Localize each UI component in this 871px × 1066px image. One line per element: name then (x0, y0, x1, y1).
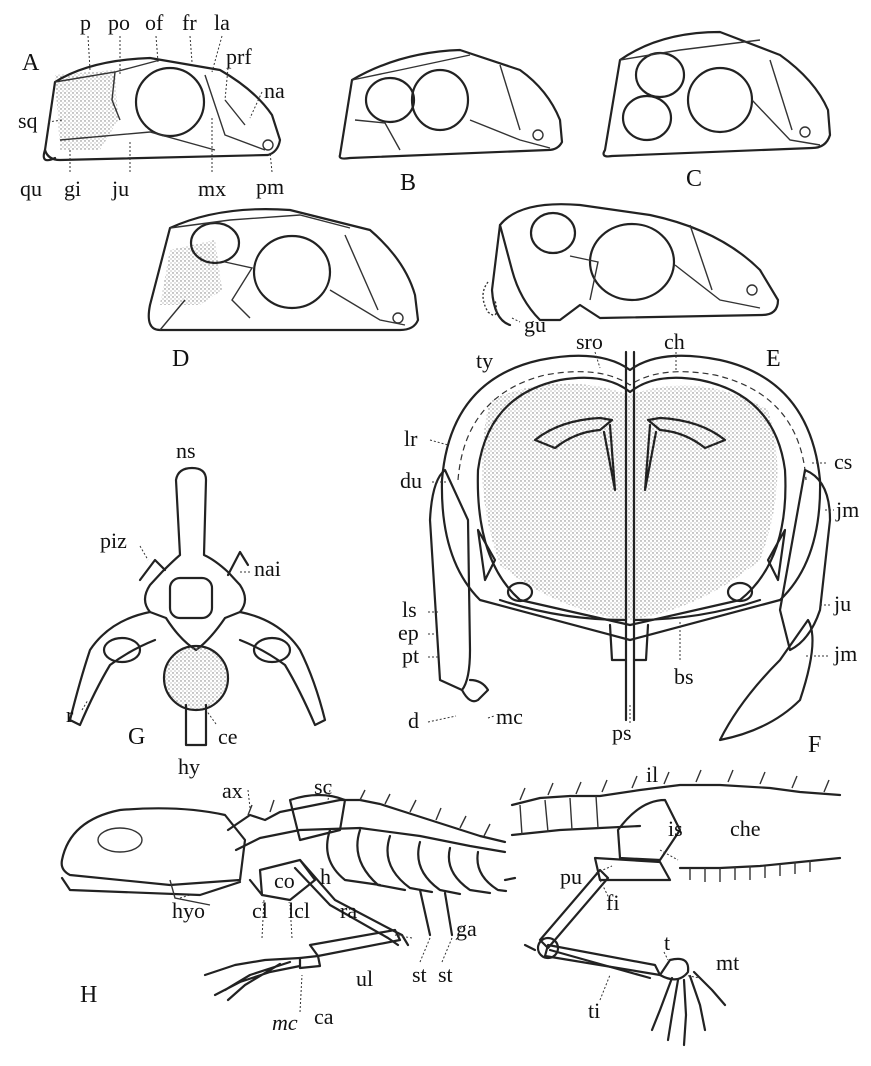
label-fr: fr (182, 10, 197, 35)
label-ax: ax (222, 778, 243, 803)
panel-g-caption: G (128, 724, 145, 750)
label-ga: ga (456, 916, 477, 941)
label-st-2: st (438, 962, 453, 987)
label-ti: ti (588, 998, 600, 1023)
panel-c-skull: C (604, 32, 830, 192)
label-bs: bs (674, 664, 694, 689)
label-ju: ju (111, 176, 129, 201)
label-r: r (66, 702, 74, 727)
label-of: of (145, 10, 164, 35)
label-ca: ca (314, 1004, 334, 1029)
label-la: la (214, 10, 230, 35)
label-ep: ep (398, 620, 419, 645)
panel-a-caption: A (22, 50, 40, 76)
label-jm-upper: jm (835, 497, 859, 522)
label-cs: cs (834, 449, 852, 474)
label-che: che (730, 816, 761, 841)
panel-d-skull: D (149, 209, 418, 372)
label-mt: mt (716, 950, 739, 975)
label-il: il (646, 762, 658, 787)
label-t: t (664, 930, 670, 955)
label-piz: piz (100, 528, 127, 553)
label-gu: gu (524, 312, 546, 337)
panel-f-caption: F (808, 732, 821, 758)
label-ls: ls (402, 597, 417, 622)
label-nai: nai (254, 556, 281, 581)
panel-g-vertebra: ns piz nai r hy ce G (66, 438, 325, 779)
label-pt: pt (402, 643, 419, 668)
label-fi: fi (606, 890, 619, 915)
label-cl: cl (252, 898, 268, 923)
panel-f-section: sro ch lr du cs jm ls ep ju pt jm bs d m… (398, 329, 859, 758)
label-h: h (320, 864, 331, 889)
label-ce: ce (218, 724, 238, 749)
label-hyo: hyo (172, 898, 205, 923)
label-gi: gi (64, 176, 81, 201)
panel-a-skull: A p po of fr la prf na sq qu gi ju mx pm (18, 10, 285, 201)
label-mc-f: mc (496, 704, 523, 729)
label-ra: ra (340, 898, 357, 923)
label-st-1: st (412, 962, 427, 987)
label-mx: mx (198, 176, 226, 201)
label-sro: sro (576, 329, 603, 354)
label-mc-h: mc (272, 1010, 298, 1035)
label-qu: qu (20, 176, 42, 201)
label-po: po (108, 10, 130, 35)
label-is: is (668, 816, 683, 841)
panel-h-caption: H (80, 982, 97, 1008)
label-d: d (408, 708, 419, 733)
label-lr: lr (404, 426, 418, 451)
label-ch: ch (664, 329, 685, 354)
label-du: du (400, 468, 422, 493)
label-jm-lower: jm (833, 641, 857, 666)
panel-c-caption: C (686, 166, 702, 192)
panel-d-caption: D (172, 346, 189, 372)
label-pu: pu (560, 864, 582, 889)
panel-h-skeleton: il ax sc is che pu co h fi t hyo cl lcl … (62, 762, 840, 1045)
label-ty: ty (476, 348, 493, 373)
label-sc: sc (314, 774, 333, 799)
label-na: na (264, 78, 285, 103)
panel-b-caption: B (400, 170, 416, 196)
panel-b-skull: B (340, 50, 562, 196)
label-ul: ul (356, 966, 373, 991)
label-ps: ps (612, 720, 632, 745)
label-pm: pm (256, 174, 284, 199)
label-ju-f: ju (833, 591, 851, 616)
label-p: p (80, 10, 91, 35)
label-sq: sq (18, 108, 38, 133)
label-ns: ns (176, 438, 196, 463)
panel-e-skull: gu ty E (476, 204, 781, 373)
label-hy: hy (178, 754, 200, 779)
label-prf: prf (226, 44, 252, 69)
label-lcl: lcl (288, 898, 310, 923)
label-co: co (274, 868, 295, 893)
panel-e-caption: E (766, 346, 781, 372)
